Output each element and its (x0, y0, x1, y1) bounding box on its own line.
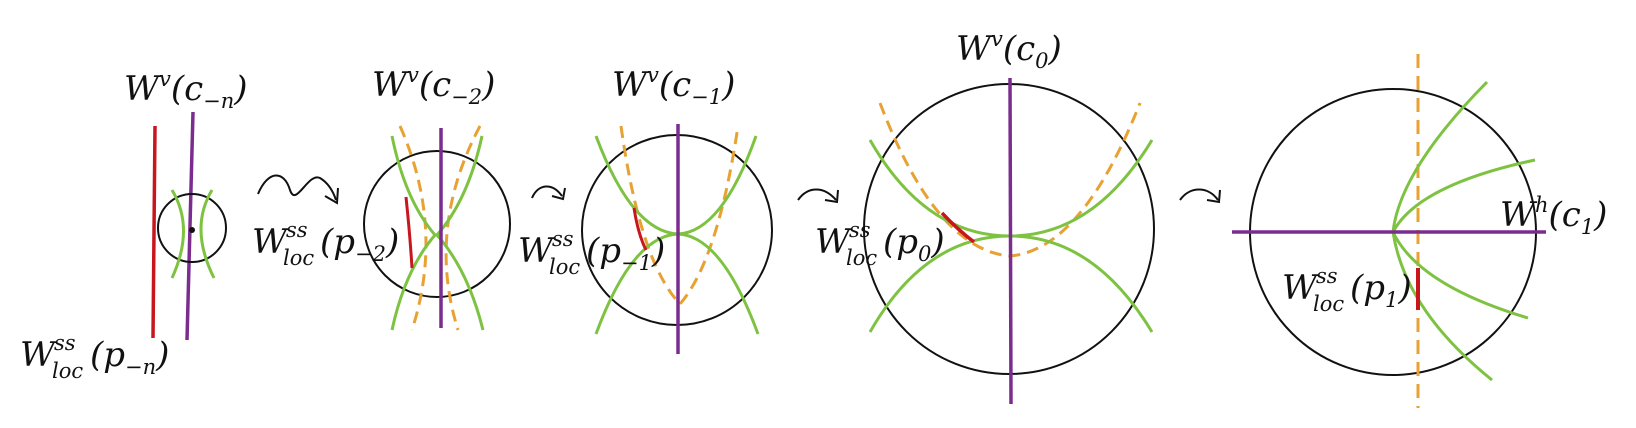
panel-0: Wv(c0) W ss loc (p0) (815, 27, 1155, 405)
svg-text:W: W (20, 335, 58, 375)
svg-text:ss: ss (849, 218, 871, 242)
arrowhead-4 (1206, 189, 1221, 204)
svg-text:(p−2): (p−2) (320, 222, 399, 266)
green-leaf-right (199, 189, 216, 279)
center-dot (189, 227, 195, 233)
small-circle (157, 193, 227, 263)
orange-dashed-right (444, 125, 482, 331)
green-leaf-4 (1391, 231, 1493, 382)
svg-text:W: W (1282, 268, 1320, 308)
svg-text:loc: loc (846, 246, 877, 270)
label-wv-c-neg-1: Wv(c−1) (612, 63, 735, 109)
curve-arrow-4 (1179, 188, 1219, 201)
curve-arrow-3 (797, 188, 837, 201)
panel-1: Wh(c1) W ss loc (p1) (1232, 54, 1607, 408)
green-leaf-1 (1391, 80, 1489, 233)
curve-arrow-2 (531, 185, 563, 199)
green-leaf-right (434, 135, 485, 331)
label-wss-p-neg-n: W ss loc (p−n) (20, 331, 169, 383)
svg-text:ss: ss (552, 227, 574, 251)
purple-vertical-line (1008, 77, 1013, 405)
svg-text:loc: loc (549, 255, 580, 279)
svg-text:(p0): (p0) (883, 222, 945, 266)
red-stable-segment (940, 211, 976, 244)
label-wss-p-neg-1: W ss loc (p−1) (518, 227, 665, 279)
svg-text:(p−n): (p−n) (90, 335, 169, 379)
red-stable-segment (632, 207, 648, 251)
circle (363, 150, 511, 298)
svg-text:W: W (518, 231, 556, 271)
svg-text:W: W (252, 222, 290, 262)
arrowhead-1 (324, 187, 339, 205)
svg-text:(p1): (p1) (1350, 268, 1412, 312)
svg-text:W: W (815, 222, 853, 262)
label-wss-p-0: W ss loc (p0) (815, 218, 945, 270)
svg-text:ss: ss (286, 218, 308, 242)
svg-text:ss: ss (1316, 264, 1338, 288)
arrowhead-3 (824, 189, 839, 204)
purple-vertical-line (185, 111, 195, 341)
svg-text:loc: loc (283, 246, 314, 270)
svg-text:(p−1): (p−1) (586, 231, 665, 275)
arrowhead-2 (551, 187, 566, 201)
label-wv-c-neg-2: Wv(c−2) (372, 63, 495, 109)
panel-neg-1: Wv(c−1) W ss loc (p−1) (518, 63, 773, 354)
svg-text:ss: ss (54, 331, 76, 355)
green-leaf-2 (1391, 158, 1536, 233)
label-wv-c-neg-n: Wv(c−n) (124, 67, 248, 113)
orange-dashed-left (398, 125, 428, 331)
label-wh-c-1: Wh(c1) (1500, 193, 1607, 239)
orange-dashed-parabola (619, 125, 740, 307)
green-leaf-3 (1391, 231, 1529, 320)
label-wss-p-neg-2: W ss loc (p−2) (252, 218, 399, 270)
green-leaf-left (170, 189, 185, 279)
label-wss-p-1: W ss loc (p1) (1282, 264, 1412, 316)
label-wv-c-0: Wv(c0) (956, 27, 1062, 73)
squiggle-arrow-1 (257, 174, 337, 201)
panel-neg-2: Wv(c−2) W ss loc (p−2) (252, 63, 511, 331)
panel-neg-n: Wv(c−n) W ss loc (p−n) (20, 67, 248, 383)
red-stable-line (151, 125, 157, 339)
svg-text:loc: loc (1313, 292, 1344, 316)
green-leaf-upper (594, 135, 758, 236)
svg-text:loc: loc (52, 359, 83, 383)
red-stable-segment (404, 196, 414, 269)
